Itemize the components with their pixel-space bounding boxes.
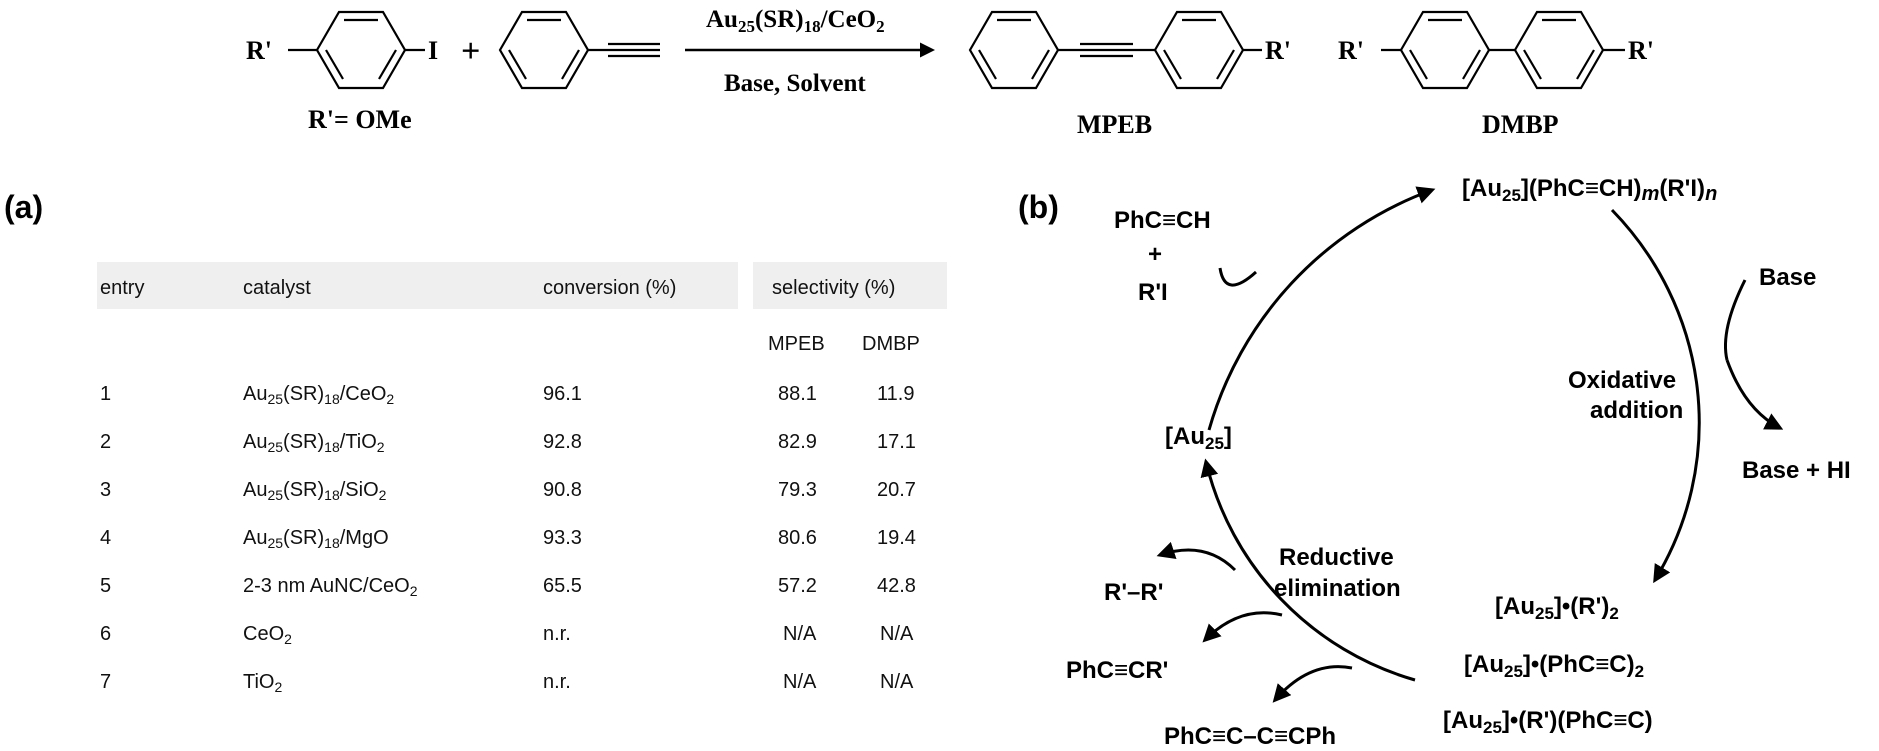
release-arrow-phccr (1202, 611, 1283, 643)
header-selectivity: selectivity (%) (772, 277, 895, 299)
cell-entry: 3 (100, 479, 111, 501)
header-catalyst: catalyst (243, 277, 311, 299)
product-diyne: PhC≡C–C≡CPh (1164, 723, 1336, 750)
cell-dmbp: N/A (880, 671, 914, 693)
table-row: 1 Au25(SR)18/CeO2 96.1 88.1 11.9 (100, 383, 914, 407)
cell-mpeb: N/A (783, 623, 817, 645)
cell-mpeb: 79.3 (778, 479, 817, 501)
cell-entry: 2 (100, 431, 111, 453)
cell-mpeb: 82.9 (778, 431, 817, 453)
intermediate-2: [Au25]•(PhC≡C)2 (1464, 651, 1644, 681)
table-row: 4 Au25(SR)18/MgO 93.3 80.6 19.4 (100, 527, 916, 551)
header-conversion: conversion (%) (543, 277, 676, 299)
intermediate-1: [Au25]•(R')2 (1495, 593, 1619, 623)
hi-release-arrow (1725, 359, 1784, 430)
release-arrow-r-r (1156, 541, 1237, 572)
cell-conversion: 90.8 (543, 479, 582, 501)
cell-catalyst: Au25(SR)18/TiO2 (243, 431, 385, 455)
cell-conversion: n.r. (543, 623, 571, 645)
reaction-conditions: Base, Solvent (724, 70, 866, 97)
reaction-scheme: R' I R'= OMe + Au25(SR)18/CeO2 (246, 6, 1654, 139)
reagent-halide: R'I (1138, 279, 1168, 306)
table-header-band-right (753, 262, 947, 309)
cell-dmbp: 17.1 (877, 431, 916, 453)
panel-a: (a) entry catalyst conversion (%) select… (4, 189, 947, 695)
aryl-iodide-structure: R' I (246, 10, 438, 90)
step-reductive-1: Reductive (1279, 544, 1394, 571)
table-body: 1 Au25(SR)18/CeO2 96.1 88.1 11.9 2 Au25(… (100, 383, 916, 695)
table-row: 7 TiO2 n.r. N/A N/A (100, 671, 914, 695)
cell-entry: 7 (100, 671, 111, 693)
cell-entry: 4 (100, 527, 111, 549)
reaction-arrow: Au25(SR)18/CeO2 Base, Solvent (685, 6, 935, 97)
base-label: Base (1759, 264, 1816, 291)
mpeb-structure: R' (968, 10, 1291, 90)
product-cross-coupling: PhC≡CR' (1066, 657, 1168, 684)
cell-mpeb: 57.2 (778, 575, 817, 597)
reagent-uptake-curl (1218, 267, 1258, 287)
product-homo-coupling: R'–R' (1104, 579, 1163, 606)
step-oxidative-2: addition (1590, 397, 1683, 424)
catalyst-label: Au25(SR)18/CeO2 (706, 6, 885, 36)
cell-catalyst: Au25(SR)18/CeO2 (243, 383, 394, 407)
intermediate-top: [Au25](PhC≡CH)m(R'I)n (1462, 175, 1717, 205)
cell-mpeb: N/A (783, 671, 817, 693)
cell-conversion: n.r. (543, 671, 571, 693)
panel-a-label: (a) (4, 189, 43, 225)
cell-dmbp: 20.7 (877, 479, 916, 501)
table-row: 6 CeO2 n.r. N/A N/A (100, 623, 914, 647)
reagent-alkyne: PhC≡CH (1114, 207, 1211, 234)
cell-conversion: 93.3 (543, 527, 582, 549)
table-row: 3 Au25(SR)18/SiO2 90.8 79.3 20.7 (100, 479, 916, 503)
product-2-substituent-left: R' (1338, 36, 1364, 65)
catalyst-au25: [Au25] (1165, 423, 1232, 453)
cell-mpeb: 88.1 (778, 383, 817, 405)
release-arrow-diyne (1272, 665, 1353, 703)
r-definition: R'= OMe (308, 105, 412, 134)
table-header-band-left (97, 262, 738, 309)
cycle-arc-bottom (1200, 458, 1416, 682)
step-reductive-2: elimination (1274, 575, 1401, 602)
plus-sign: + (461, 33, 480, 70)
cycle-arc-right (1610, 208, 1701, 584)
cell-entry: 1 (100, 383, 111, 405)
cell-conversion: 65.5 (543, 575, 582, 597)
subheader-mpeb: MPEB (768, 333, 825, 355)
product-2-name: DMBP (1482, 110, 1559, 139)
reagent-plus: + (1148, 241, 1162, 268)
cell-entry: 5 (100, 575, 111, 597)
table-row: 5 2-3 nm AuNC/CeO2 65.5 57.2 42.8 (100, 575, 916, 599)
cell-catalyst: Au25(SR)18/SiO2 (243, 479, 387, 503)
cell-mpeb: 80.6 (778, 527, 817, 549)
cell-conversion: 96.1 (543, 383, 582, 405)
product-1-name: MPEB (1077, 110, 1152, 139)
product-1-substituent: R' (1265, 36, 1291, 65)
cell-dmbp: 19.4 (877, 527, 916, 549)
cell-catalyst: Au25(SR)18/MgO (243, 527, 389, 551)
panel-b: (b) [Au25](PhC≡CH)m(R'I)n PhC≡CH + R'I B… (1018, 175, 1851, 750)
product-2-substituent-right: R' (1628, 36, 1654, 65)
reactant-substituent: R' (246, 36, 272, 65)
step-oxidative-1: Oxidative (1568, 367, 1676, 394)
intermediate-3: [Au25]•(R')(PhC≡C) (1443, 707, 1653, 737)
cell-catalyst: TiO2 (243, 671, 282, 695)
dmbp-structure: R' R' (1338, 10, 1654, 90)
panel-b-label: (b) (1018, 189, 1059, 225)
cycle-arc-top (1207, 186, 1436, 431)
subheader-dmbp: DMBP (862, 333, 920, 355)
cell-catalyst: 2-3 nm AuNC/CeO2 (243, 575, 418, 599)
byproduct-label: Base + HI (1742, 457, 1851, 484)
cell-dmbp: 42.8 (877, 575, 916, 597)
cell-dmbp: 11.9 (877, 383, 914, 405)
header-entry: entry (100, 277, 144, 299)
base-uptake-curl (1723, 279, 1747, 361)
cell-catalyst: CeO2 (243, 623, 292, 647)
cell-dmbp: N/A (880, 623, 914, 645)
cell-entry: 6 (100, 623, 111, 645)
table-row: 2 Au25(SR)18/TiO2 92.8 82.9 17.1 (100, 431, 916, 455)
phenylacetylene-structure (498, 10, 660, 90)
reactant-leaving-group: I (428, 36, 438, 65)
cell-conversion: 92.8 (543, 431, 582, 453)
